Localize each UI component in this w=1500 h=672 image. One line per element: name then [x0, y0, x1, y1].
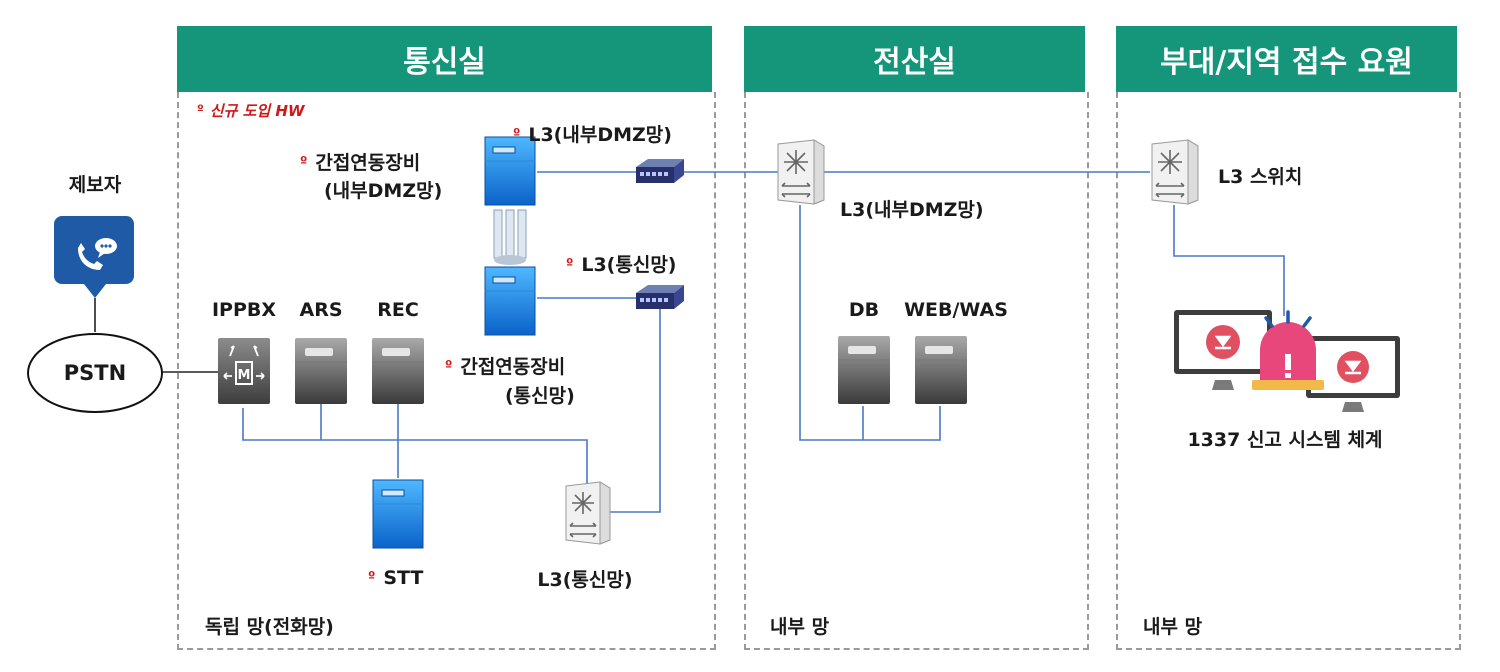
label-gw-dmz-2: (내부DMZ망) [324, 180, 443, 202]
link-dmz-switch-db [799, 205, 941, 441]
l3-comm-switch-icon [636, 285, 684, 309]
label-reporter: 제보자 [68, 174, 122, 196]
label-pstn: PSTN [63, 361, 127, 385]
new-marker: º [513, 127, 521, 142]
ars-server-icon [295, 338, 347, 404]
label-ars: ARS [299, 299, 343, 321]
label-gw-comm-2: (통신망) [505, 385, 575, 407]
gateway-comm-server-icon [484, 266, 536, 336]
l3-comm-bottom-switch-icon [565, 481, 611, 545]
report-system-icon [1174, 310, 1400, 412]
label-l3-comm-bottom: L3(통신망) [537, 569, 633, 591]
header-unit-staff: 부대/지역 접수 요원 [1116, 26, 1457, 92]
l3-dmz-switch-icon [636, 159, 684, 183]
network-unit-staff: 내부 망 [1143, 616, 1203, 638]
stt-server-icon [372, 479, 424, 549]
network-computer-room: 내부 망 [770, 616, 830, 638]
label-1337-system: 1337 신고 시스템 체계 [1187, 429, 1383, 451]
left-monitor-icon [1174, 310, 1272, 390]
legend-new-hardware: º 신규 도입 HW [197, 100, 305, 121]
new-marker: º [300, 155, 308, 170]
link-telephony-bus [242, 408, 588, 488]
l3-dmz-computer-switch-icon [777, 139, 825, 205]
legend-marker: º [197, 102, 204, 116]
l3-dmz-comm-name: L3(내부DMZ망) [528, 124, 672, 146]
header-computer-room: 전산실 [744, 26, 1085, 92]
rec-server-icon [372, 338, 424, 404]
db-server-icon [838, 336, 890, 404]
fiber-connector-icon [493, 209, 527, 265]
reporter-phone-icon [54, 216, 134, 298]
label-l3-dmz-comm: º L3(내부DMZ망) [513, 120, 672, 147]
label-l3-switch: L3 스위치 [1218, 166, 1303, 188]
label-web-was: WEB/WAS [904, 299, 1008, 321]
label-gw-comm-1: º 간접연동장비 [445, 352, 565, 379]
gw-dmz-name: 간접연동장비 [315, 152, 421, 174]
zone-unit-staff [1116, 92, 1461, 650]
right-monitor-icon [1306, 336, 1400, 412]
siren-icon [1252, 310, 1324, 390]
web-was-server-icon [915, 336, 967, 404]
label-l3-dmz-computer: L3(내부DMZ망) [840, 199, 984, 221]
stt-name: STT [383, 567, 424, 589]
label-rec: REC [377, 299, 419, 321]
label-stt: º STT [368, 567, 423, 589]
l3-comm-top-name: L3(통신망) [581, 254, 677, 276]
l3-switch-icon [1151, 139, 1199, 205]
header-comm-room: 통신실 [177, 26, 712, 92]
label-l3-comm-top: º L3(통신망) [566, 250, 676, 277]
ippbx-icon: M [218, 338, 270, 404]
link-l3-comm-to-switch [608, 308, 661, 513]
new-marker: º [566, 257, 574, 272]
zone-computer-room [744, 92, 1089, 650]
pstn-cloud-icon [27, 333, 163, 413]
gateway-dmz-server-icon [484, 136, 536, 206]
link-switch-system [1173, 205, 1285, 316]
legend-text: 신규 도입 HW [209, 102, 305, 120]
label-db: DB [848, 299, 880, 321]
gw-comm-name: 간접연동장비 [460, 356, 566, 378]
label-ippbx: IPPBX [211, 299, 277, 321]
network-comm-room: 독립 망(전화망) [205, 616, 334, 638]
new-marker: º [445, 359, 453, 374]
label-gw-dmz-1: º 간접연동장비 [300, 148, 420, 175]
zone-comm-room [177, 92, 716, 650]
svg-text:M: M [238, 368, 251, 383]
new-marker: º [368, 570, 376, 585]
